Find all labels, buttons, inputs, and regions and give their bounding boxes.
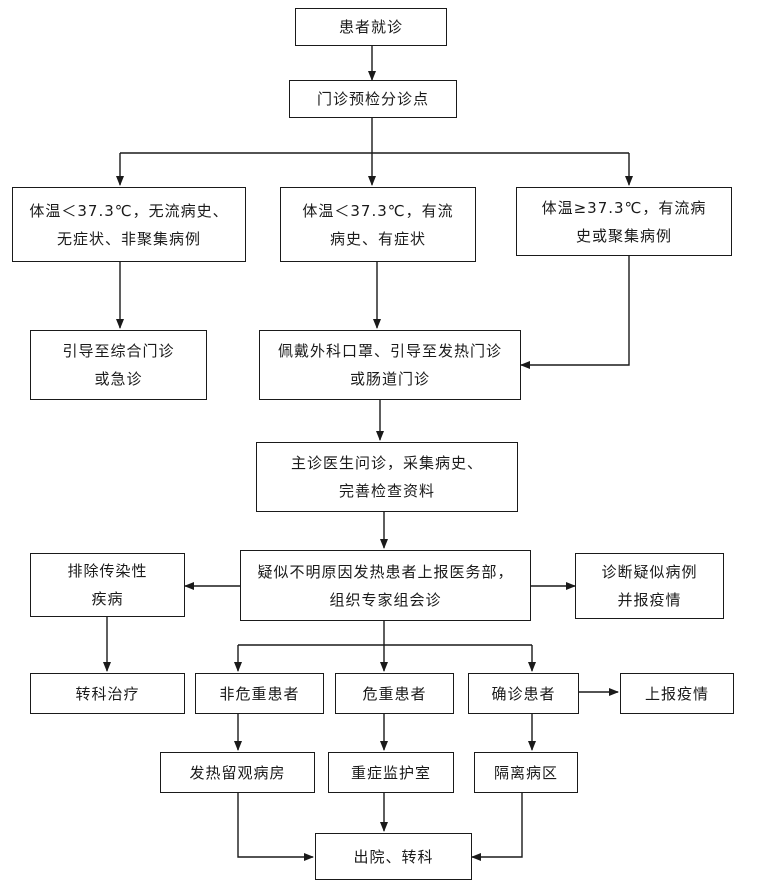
node-text-line: 体温≥37.3℃，有流病 xyxy=(541,198,707,217)
node-text-line: 并报疫情 xyxy=(617,591,682,609)
node-text-line: 主诊医生问诊，采集病史、 xyxy=(290,454,483,472)
node-text-line: 体温＜37.3℃，有流 xyxy=(302,201,454,220)
node-text-line: 引导至综合门诊 xyxy=(62,342,175,360)
arrow-case-c-to-fever xyxy=(520,256,630,369)
node-non-critical-patient: 非危重患者 xyxy=(195,673,324,714)
node-text-line: 隔离病区 xyxy=(493,763,558,782)
node-text-line: 门诊预检分诊点 xyxy=(316,90,429,108)
node-text-line: 完善检查资料 xyxy=(338,482,435,500)
node-text-line: 排除传染性 xyxy=(67,562,148,580)
node-text-line: 佩戴外科口罩、引导至发热门诊 xyxy=(277,342,502,360)
node-discharge-transfer: 出院、转科 xyxy=(315,833,472,880)
node-text-line: 病史、有症状 xyxy=(329,229,426,248)
node-text-line: 疑似不明原因发热患者上报医务部， xyxy=(257,562,514,581)
node-patient-visit: 患者就诊 xyxy=(295,8,447,46)
node-critical-patient: 危重患者 xyxy=(335,673,454,714)
node-text-line: 体温＜37.3℃，无流病史、 xyxy=(29,201,229,220)
node-text-line: 疾病 xyxy=(91,590,124,608)
node-text-line: 危重患者 xyxy=(362,684,427,703)
node-text-line: 非危重患者 xyxy=(219,684,300,703)
node-text-line: 出院、转科 xyxy=(353,847,434,866)
node-guide-general-clinic: 引导至综合门诊或急诊 xyxy=(30,330,207,400)
split-line-report xyxy=(238,621,532,646)
node-pretriage-point: 门诊预检分诊点 xyxy=(289,80,457,118)
node-isolation-ward: 隔离病区 xyxy=(474,752,578,793)
node-text-line: 患者就诊 xyxy=(338,18,403,36)
node-report-epidemic: 上报疫情 xyxy=(620,673,734,714)
node-intensive-care-unit: 重症监护室 xyxy=(328,752,454,793)
node-text-line: 组织专家组会诊 xyxy=(329,590,442,609)
split-line-pretriage xyxy=(120,118,629,154)
arrow-ward-to-discharge xyxy=(237,793,314,861)
node-text-line: 诊断疑似病例 xyxy=(601,563,698,581)
node-text-line: 或急诊 xyxy=(94,370,143,388)
node-text-line: 转科治疗 xyxy=(75,684,140,703)
node-text-line: 无症状、非聚集病例 xyxy=(56,229,201,248)
node-text-line: 发热留观病房 xyxy=(189,763,286,782)
node-text-line: 重症监护室 xyxy=(350,763,431,782)
node-text-line: 或肠道门诊 xyxy=(349,370,430,388)
node-doctor-consultation: 主诊医生问诊，采集病史、完善检查资料 xyxy=(256,442,518,512)
node-case-fever-with-history: 体温≥37.3℃，有流病史或聚集病例 xyxy=(516,187,732,256)
node-exclude-infectious: 排除传染性疾病 xyxy=(30,553,185,617)
node-mask-guide-fever-clinic: 佩戴外科口罩、引导至发热门诊或肠道门诊 xyxy=(259,330,521,400)
node-text-line: 史或聚集病例 xyxy=(575,226,672,245)
node-case-normal-temp-no-history: 体温＜37.3℃，无流病史、无症状、非聚集病例 xyxy=(12,187,246,262)
node-report-expert-consult: 疑似不明原因发热患者上报医务部， 组织专家组会诊 xyxy=(240,550,531,621)
node-suspected-case-report: 诊断疑似病例并报疫情 xyxy=(575,553,724,619)
node-transfer-treatment: 转科治疗 xyxy=(30,673,185,714)
node-fever-observation-ward: 发热留观病房 xyxy=(160,752,315,793)
node-text-line: 上报疫情 xyxy=(644,684,709,703)
node-confirmed-patient: 确诊患者 xyxy=(468,673,579,714)
node-text-line: 确诊患者 xyxy=(491,684,556,703)
arrow-isolation-to-discharge xyxy=(471,793,523,861)
node-case-normal-temp-with-history: 体温＜37.3℃，有流病史、有症状 xyxy=(280,187,476,262)
